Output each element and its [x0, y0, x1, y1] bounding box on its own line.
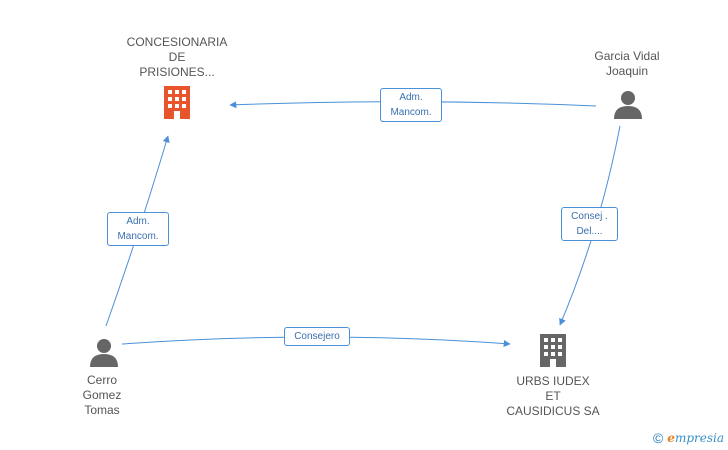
edge-label-garcia-urbs[interactable]: Consej . Del....: [561, 207, 618, 241]
edge-label-cerro-concesionaria[interactable]: Adm. Mancom.: [107, 212, 169, 246]
node-label-garcia: Garcia Vidal Joaquin: [594, 49, 660, 78]
building-icon: [164, 86, 190, 119]
node-label-urbs: URBS IUDEX ET CAUSIDICUS SA: [506, 374, 600, 418]
edge-label-cerro-urbs[interactable]: Consejero: [284, 327, 350, 346]
node-label-concesionaria: CONCESIONARIA DE PRISIONES...: [126, 35, 228, 79]
copyright-symbol: ©: [652, 430, 664, 446]
person-icon: [614, 91, 642, 119]
edge-label-garcia-concesionaria[interactable]: Adm. Mancom.: [380, 88, 442, 122]
footer-brand: © empresia: [653, 430, 724, 446]
node-label-cerro: Cerro Gomez Tomas: [82, 373, 122, 417]
brand-logo: empresia: [667, 431, 724, 445]
building-icon: [540, 334, 566, 367]
person-icon: [90, 339, 118, 367]
